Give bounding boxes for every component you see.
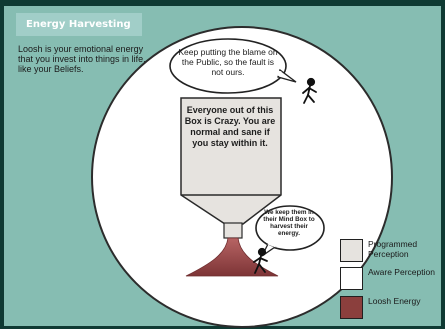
legend-item-loosh: Loosh Energy [340,296,445,326]
loosh-energy-flow [185,237,279,277]
observer-figure-icon [302,77,317,104]
legend-item-programmed: Programmed Perception [340,239,445,269]
legend-label-loosh: Loosh Energy [368,296,421,306]
legend-item-aware: Aware Perception [340,267,445,297]
mind-box-text: Everyone out of this Box is Crazy. You a… [184,105,276,148]
harvester-figure-icon [253,247,268,274]
bubble-top-text: Keep putting the blame on the Public, so… [178,47,278,77]
bubble-bottom-text: We keep them in their Mind Box to harves… [263,209,315,237]
speech-bubble-top [169,38,287,94]
speech-bubble-top-tail-cover [277,70,282,77]
intro-text: Loosh is your emotional energy that you … [18,44,146,74]
speech-bubble-bottom [255,205,325,251]
title-label: Energy Harvesting [16,13,142,36]
mind-box-spout [223,222,243,239]
legend-swatch-aware [340,267,363,290]
legend-swatch-programmed [340,239,363,262]
legend-swatch-loosh [340,296,363,319]
legend-label-aware: Aware Perception [368,267,435,277]
speech-bubble-bottom-tail-cover [267,241,277,248]
legend-label-programmed: Programmed Perception [368,239,418,259]
